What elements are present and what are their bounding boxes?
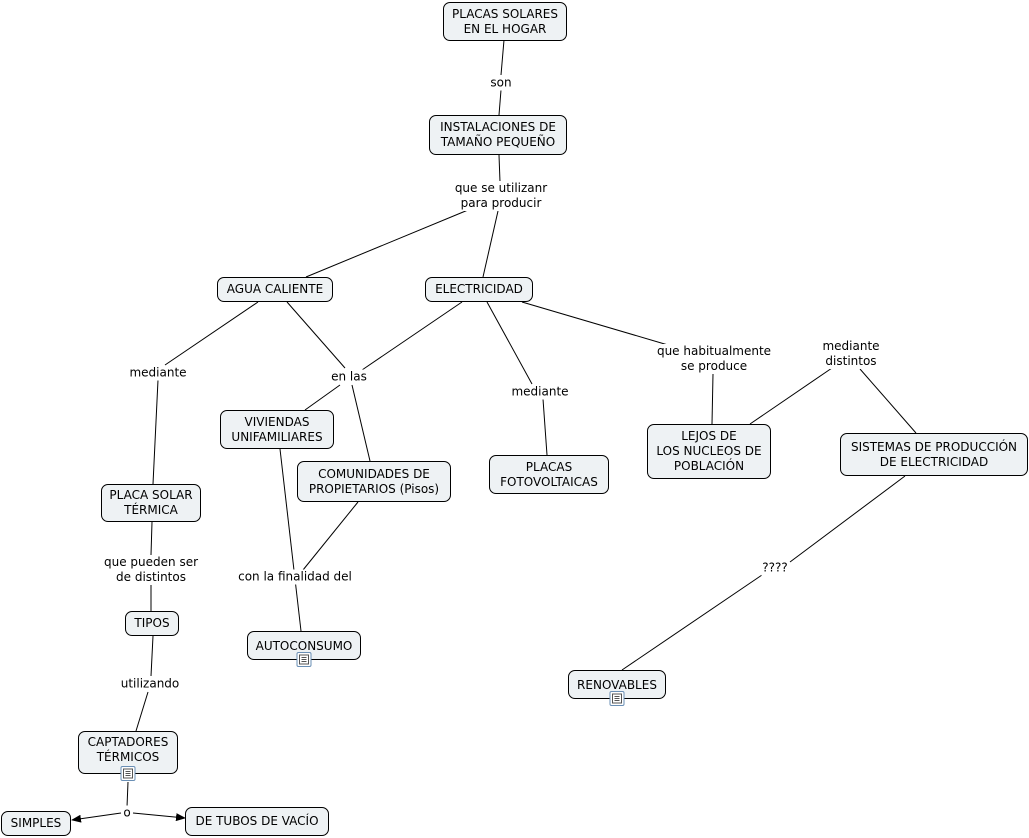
line-mediante-fotovoltaicas: [542, 398, 548, 456]
concept-placa-solar-termica[interactable]: PLACA SOLAR TÉRMICA: [101, 484, 201, 522]
line-distintos-sistemas: [859, 368, 917, 434]
concept-instalaciones-tamano-pequeno[interactable]: INSTALACIONES DE TAMAÑO PEQUEÑO: [429, 115, 567, 155]
line-instalaciones-utilizan: [498, 154, 501, 183]
line-son-instalaciones: [498, 89, 502, 116]
line-viviendas-autoconsumo: [279, 448, 302, 632]
concept-captadores-termicos[interactable]: CAPTADORES TÉRMICOS: [78, 731, 178, 781]
label-con-la-finalidad: con la finalidad del: [237, 569, 353, 585]
document-resource-icon[interactable]: [296, 652, 312, 667]
line-utilizan-electricidad: [482, 210, 499, 278]
line-elec-habitualmente: [521, 301, 669, 346]
line-placas-son: [500, 39, 505, 76]
concept-electricidad[interactable]: ELECTRICIDAD: [425, 277, 533, 302]
line-agua-enlas: [286, 301, 346, 369]
line-interrogacion-renovables: [621, 574, 763, 671]
line-lejos-distintos: [749, 367, 833, 425]
line-utilizan-agua: [305, 209, 469, 278]
concept-lejos-de-los-nucleos[interactable]: LEJOS DE LOS NUCLEOS DE POBLACIÓN: [647, 424, 771, 479]
concept-agua-caliente[interactable]: AGUA CALIENTE: [217, 277, 333, 302]
concept-comunidades-de-propietarios[interactable]: COMUNIDADES DE PROPIETARIOS (Pisos): [297, 461, 451, 502]
label-que-habitualmente: que habitualmente se produce: [655, 344, 773, 374]
concept-sistemas-de-produccion[interactable]: SISTEMAS DE PRODUCCIÓN DE ELECTRICIDAD: [840, 433, 1028, 476]
concept-renovables[interactable]: RENOVABLES: [568, 670, 666, 706]
line-agua-mediante: [164, 301, 259, 366]
line-termica-pueden: [150, 521, 153, 556]
label-son: son: [489, 75, 513, 91]
line-utilizando-captadores: [135, 691, 149, 732]
concept-simples[interactable]: SIMPLES: [1, 811, 71, 836]
document-resource-icon[interactable]: [609, 691, 625, 706]
concept-placas-solares-en-el-hogar[interactable]: PLACAS SOLARES EN EL HOGAR: [443, 2, 567, 41]
line-o-tubos: [132, 812, 186, 822]
line-elec-mediante: [486, 301, 533, 385]
concept-renovables-label: RENOVABLES: [577, 678, 657, 692]
concept-viviendas-unifamiliares[interactable]: VIVIENDAS UNIFAMILIARES: [220, 410, 334, 449]
line-mediante-placatermica: [152, 379, 159, 485]
line-o-simples: [71, 812, 122, 823]
document-resource-icon[interactable]: [120, 766, 136, 781]
concept-placas-fotovoltaicas[interactable]: PLACAS FOTOVOLTAICAS: [489, 455, 609, 494]
concept-autoconsumo-label: AUTOCONSUMO: [255, 639, 353, 653]
line-comunidades-finalidad: [302, 501, 359, 571]
concept-de-tubos-de-vacio[interactable]: DE TUBOS DE VACÍO: [185, 807, 329, 836]
label-en-las: en las: [330, 369, 368, 385]
line-captadores-o: [126, 781, 129, 808]
label-mediante-agua: mediante: [128, 365, 188, 381]
label-que-se-utilizan: que se utilizanr para producir: [453, 181, 549, 211]
line-enlas-viviendas: [304, 384, 341, 411]
line-enlas-comunidades: [351, 384, 371, 462]
label-mediante-distintos: mediante distintos: [821, 339, 881, 369]
label-que-pueden-ser: que pueden ser de distintos: [102, 555, 200, 585]
concept-captadores-label: CAPTADORES TÉRMICOS: [87, 735, 169, 764]
label-o: o: [122, 805, 132, 821]
label-mediante-electricidad: mediante: [510, 384, 570, 400]
concept-tipos[interactable]: TIPOS: [125, 611, 179, 636]
line-tipos-utilizando: [150, 635, 154, 677]
line-sistemas-interrogacion: [789, 475, 906, 563]
line-elec-enlas: [361, 301, 463, 371]
line-habitualmente-lejos: [711, 373, 714, 425]
concept-autoconsumo[interactable]: AUTOCONSUMO: [247, 631, 361, 667]
label-interrogacion: ????: [761, 560, 789, 576]
label-utilizando: utilizando: [119, 676, 181, 692]
